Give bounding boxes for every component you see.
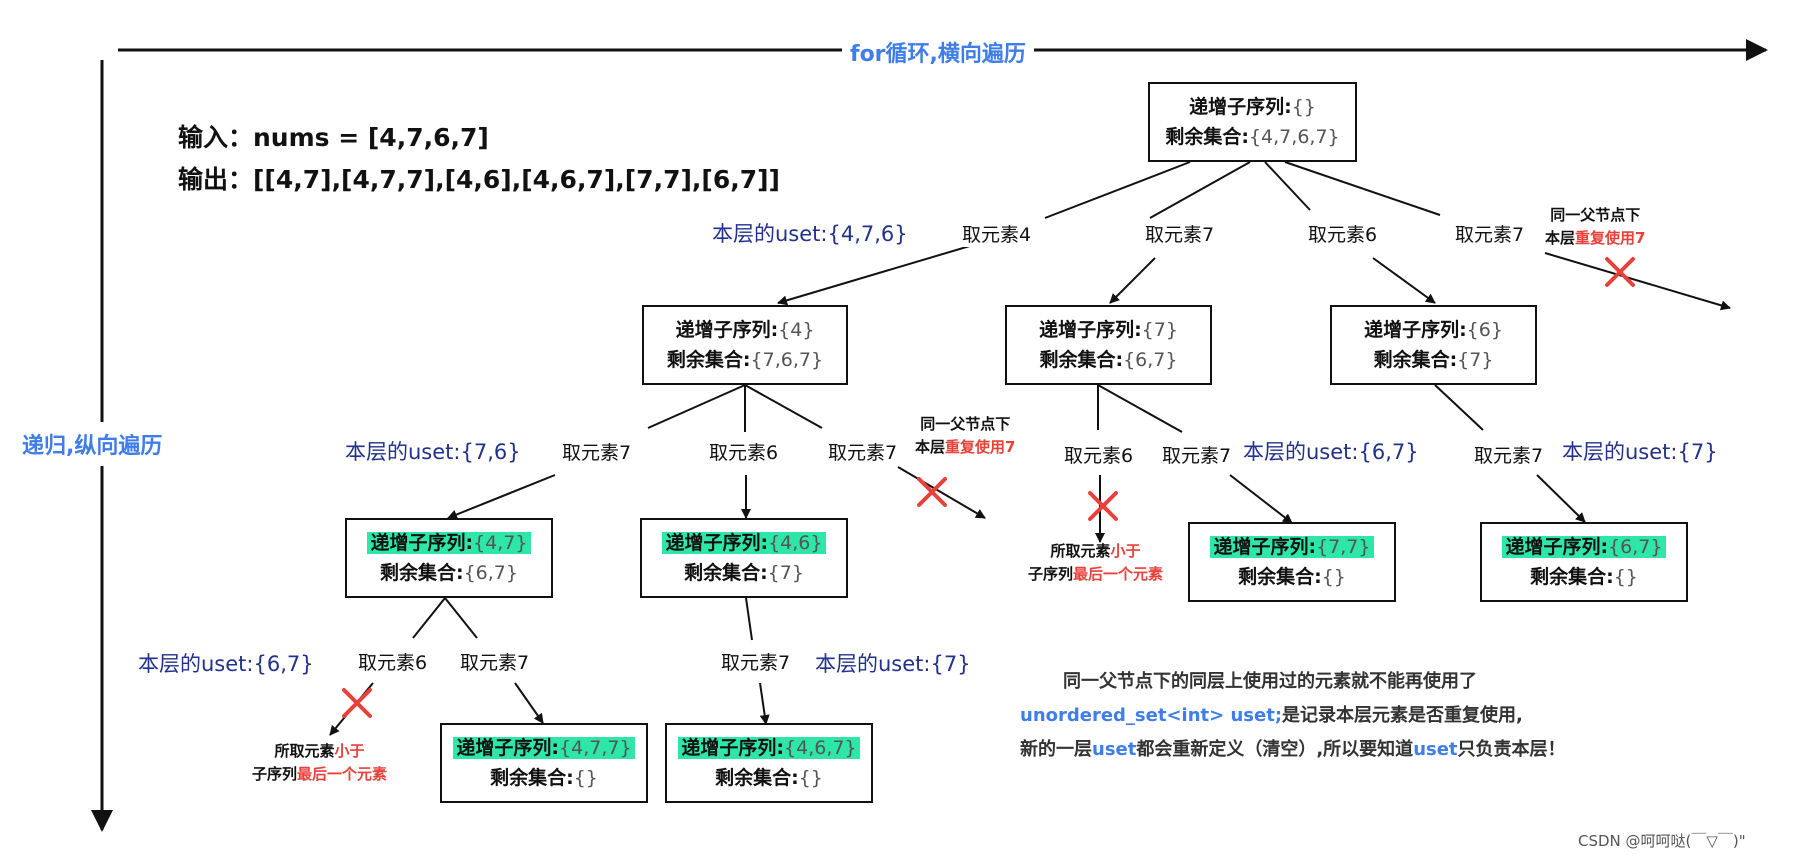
node-6: 递增子序列:{6} 剩余集合:{7} bbox=[1330, 305, 1537, 385]
seq-label: 递增子序列: bbox=[675, 319, 779, 341]
seq-value: {4,7,7} bbox=[559, 737, 632, 759]
seq-label: 递增子序列: bbox=[1213, 536, 1317, 558]
take-label: 取元素6 bbox=[1306, 220, 1380, 247]
seq-label: 递增子序列: bbox=[1039, 319, 1142, 341]
cross-icon bbox=[1605, 257, 1635, 287]
rest-value: {4,7,6,7} bbox=[1248, 126, 1340, 148]
rest-value: {} bbox=[573, 767, 598, 789]
node-4-6-7: 递增子序列:{4,6,7} 剩余集合:{} bbox=[665, 723, 873, 803]
rest-value: {6,7} bbox=[1123, 349, 1178, 371]
node-4-7: 递增子序列:{4,7} 剩余集合:{6,7} bbox=[345, 518, 553, 598]
rest-value: {7} bbox=[1457, 349, 1494, 371]
take-label: 取元素7 bbox=[458, 648, 532, 675]
node-6-7: 递增子序列:{6,7} 剩余集合:{} bbox=[1480, 522, 1688, 602]
rest-value: {} bbox=[1613, 566, 1638, 588]
take-label: 取元素7 bbox=[1160, 441, 1234, 468]
seq-value: {7} bbox=[1141, 319, 1178, 341]
node-4: 递增子序列:{4} 剩余集合:{7,6,7} bbox=[642, 305, 848, 385]
rest-label: 剩余集合: bbox=[1165, 126, 1249, 148]
cross-icon bbox=[917, 477, 947, 507]
seq-value: {6,7} bbox=[1608, 536, 1663, 558]
take-label: 取元素4 bbox=[960, 220, 1034, 247]
seq-value: {7,7} bbox=[1316, 536, 1371, 558]
input-text: 输入：nums = [4,7,6,7] bbox=[178, 123, 489, 152]
uset-label: 本层的uset:{6,7} bbox=[138, 652, 314, 676]
cross-icon bbox=[342, 688, 372, 718]
uset-label: 本层的uset:{4,7,6} bbox=[712, 222, 908, 246]
horizontal-axis-label: for循环,横向遍历 bbox=[842, 36, 1034, 68]
duplicate-note: 同一父节点下 本层重复使用7 bbox=[1545, 206, 1646, 247]
take-label: 取元素7 bbox=[719, 648, 793, 675]
seq-value: {4} bbox=[778, 319, 815, 341]
uset-label: 本层的uset:{7,6} bbox=[345, 440, 521, 464]
rest-value: {7} bbox=[767, 562, 804, 584]
seq-value: {4,6,7} bbox=[784, 737, 857, 759]
rest-value: {} bbox=[798, 767, 823, 789]
rest-label: 剩余集合: bbox=[1530, 566, 1614, 588]
vertical-axis-label: 递归,纵向遍历 bbox=[22, 422, 163, 466]
take-label: 取元素7 bbox=[560, 438, 634, 465]
take-label: 取元素6 bbox=[356, 648, 430, 675]
seq-value: {4,7} bbox=[473, 532, 528, 554]
rest-label: 剩余集合: bbox=[1039, 349, 1124, 371]
rest-label: 剩余集合: bbox=[715, 767, 799, 789]
uset-label: 本层的uset:{6,7} bbox=[1243, 440, 1419, 464]
rest-value: {} bbox=[1321, 566, 1346, 588]
seq-label: 递增子序列: bbox=[370, 532, 474, 554]
rest-label: 剩余集合: bbox=[1238, 566, 1322, 588]
seq-label: 递增子序列: bbox=[456, 737, 560, 759]
seq-label: 递增子序列: bbox=[681, 737, 785, 759]
watermark: CSDN @呵呵哒(￣▽￣)" bbox=[1578, 832, 1746, 850]
seq-label: 递增子序列: bbox=[1364, 319, 1467, 341]
seq-value: {6} bbox=[1466, 319, 1503, 341]
smaller-element-note: 所取元素小于 子序列最后一个元素 bbox=[252, 742, 388, 783]
node-4-6: 递增子序列:{4,6} 剩余集合:{7} bbox=[640, 518, 848, 598]
node-7: 递增子序列:{7} 剩余集合:{6,7} bbox=[1005, 305, 1212, 385]
seq-label: 递增子序列: bbox=[1189, 96, 1292, 118]
take-label: 取元素6 bbox=[1062, 441, 1136, 468]
take-label: 取元素7 bbox=[1453, 220, 1527, 247]
smaller-element-note: 所取元素小于 子序列最后一个元素 bbox=[1028, 542, 1164, 583]
seq-value: {4,6} bbox=[768, 532, 823, 554]
rest-label: 剩余集合: bbox=[684, 562, 768, 584]
take-label: 取元素7 bbox=[1143, 220, 1217, 247]
uset-label: 本层的uset:{7} bbox=[815, 652, 971, 676]
explanation-note: 同一父节点下的同层上使用过的元素就不能再使用了 unordered_set<in… bbox=[1020, 671, 1566, 760]
rest-label: 剩余集合: bbox=[490, 767, 574, 789]
rest-label: 剩余集合: bbox=[379, 562, 464, 584]
node-7-7: 递增子序列:{7,7} 剩余集合:{} bbox=[1188, 522, 1396, 602]
rest-label: 剩余集合: bbox=[1373, 349, 1458, 371]
node-4-7-7: 递增子序列:{4,7,7} 剩余集合:{} bbox=[440, 723, 648, 803]
node-root: 递增子序列:{} 剩余集合:{4,7,6,7} bbox=[1148, 82, 1357, 162]
take-label: 取元素6 bbox=[707, 438, 781, 465]
seq-value: {} bbox=[1291, 96, 1316, 118]
cross-icon bbox=[1088, 491, 1118, 521]
seq-label: 递增子序列: bbox=[1505, 536, 1609, 558]
uset-label: 本层的uset:{7} bbox=[1562, 440, 1718, 464]
rest-value: {7,6,7} bbox=[750, 349, 824, 371]
take-label: 取元素7 bbox=[1472, 441, 1546, 468]
duplicate-note: 同一父节点下 本层重复使用7 bbox=[915, 415, 1016, 456]
take-label: 取元素7 bbox=[826, 438, 900, 465]
rest-label: 剩余集合: bbox=[666, 349, 751, 371]
rest-value: {6,7} bbox=[463, 562, 518, 584]
output-text: 输出：[[4,7],[4,7,7],[4,6],[4,6,7],[7,7],[6… bbox=[178, 165, 780, 194]
seq-label: 递增子序列: bbox=[665, 532, 769, 554]
